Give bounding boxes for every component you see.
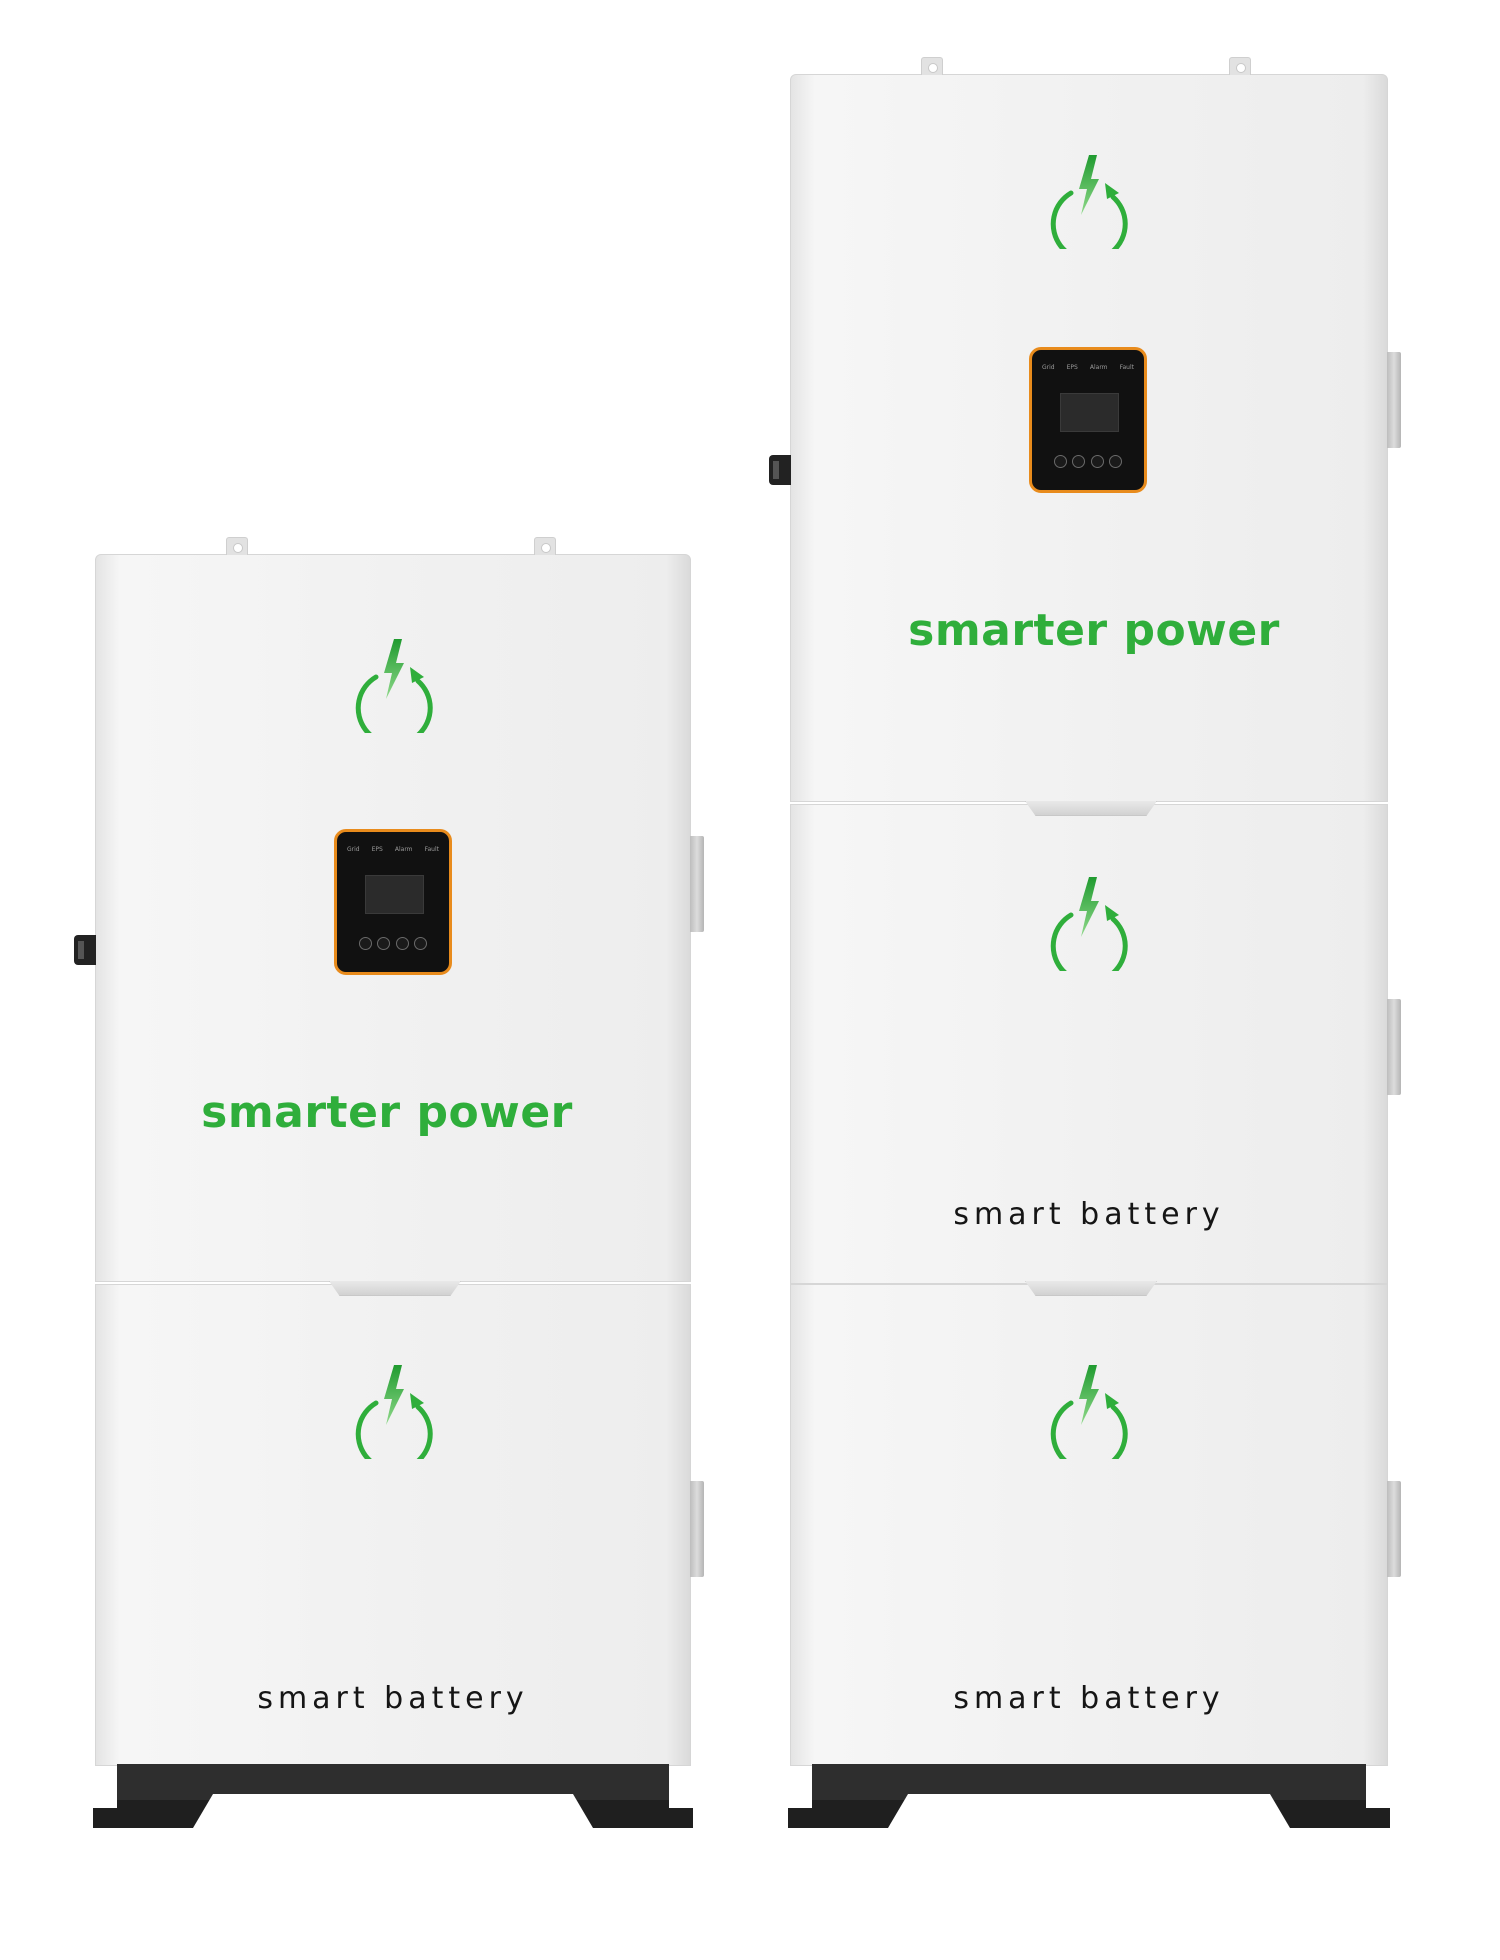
battery-label: smart battery <box>953 1197 1225 1232</box>
brand-text: smarter power <box>908 605 1280 656</box>
right-battery-module-1: smart battery <box>790 801 1401 1284</box>
left-inverter-module: Grid EPS Alarm Fault smarter power <box>74 537 704 1282</box>
side-handle[interactable] <box>690 1481 704 1577</box>
right-inverter-module: Grid EPS Alarm Fault smarter power <box>769 57 1401 802</box>
lcd-screen <box>365 875 424 914</box>
power-cycle-lightning-icon <box>348 637 434 733</box>
right-battery-module-2: smart battery <box>790 1281 1401 1766</box>
indicator-eps: EPS <box>1066 364 1078 371</box>
side-handle[interactable] <box>1387 999 1401 1095</box>
stand-base <box>93 1764 693 1828</box>
button-row <box>1054 455 1122 468</box>
side-handle[interactable] <box>1387 1481 1401 1577</box>
back-button[interactable] <box>359 937 372 950</box>
cable-connector <box>74 935 96 965</box>
module-clip <box>329 1281 461 1296</box>
battery-label: smart battery <box>953 1681 1225 1716</box>
right-system: Grid EPS Alarm Fault smarter power smart… <box>769 57 1401 1828</box>
indicator-alarm: Alarm <box>1089 364 1108 371</box>
mounting-tab <box>1229 57 1251 75</box>
left-system: Grid EPS Alarm Fault smarter power smart… <box>74 537 704 1828</box>
stand-base <box>788 1764 1390 1828</box>
indicator-grid: Grid <box>347 846 360 853</box>
inverter-display-panel: Grid EPS Alarm Fault <box>334 829 452 975</box>
power-cycle-lightning-icon <box>348 1363 434 1459</box>
module-clip <box>1025 801 1157 816</box>
mounting-tab <box>534 537 556 555</box>
indicator-fault: Fault <box>424 846 439 853</box>
power-cycle-lightning-icon <box>1043 153 1129 249</box>
up-button[interactable] <box>377 937 391 950</box>
mounting-tab <box>921 57 943 75</box>
power-cycle-lightning-icon <box>1043 1363 1129 1459</box>
down-button[interactable] <box>395 937 409 950</box>
module-clip <box>1025 1281 1157 1296</box>
brand-text: smarter power <box>201 1087 573 1138</box>
side-handle[interactable] <box>690 836 704 932</box>
back-button[interactable] <box>1054 455 1067 468</box>
enter-button[interactable] <box>1108 455 1122 468</box>
indicator-alarm: Alarm <box>394 846 413 853</box>
side-handle[interactable] <box>1387 352 1401 448</box>
left-battery-module: smart battery <box>95 1281 704 1766</box>
cable-connector <box>769 455 791 485</box>
battery-label: smart battery <box>257 1681 529 1716</box>
indicator-fault: Fault <box>1119 364 1134 371</box>
lcd-screen <box>1060 393 1119 432</box>
indicator-row: Grid EPS Alarm Fault <box>1042 364 1134 371</box>
indicator-grid: Grid <box>1042 364 1055 371</box>
button-row <box>359 937 427 950</box>
indicator-row: Grid EPS Alarm Fault <box>347 846 439 853</box>
power-cycle-lightning-icon <box>1043 875 1129 971</box>
inverter-display-panel: Grid EPS Alarm Fault <box>1029 347 1147 493</box>
mounting-tab <box>226 537 248 555</box>
up-button[interactable] <box>1072 455 1086 468</box>
down-button[interactable] <box>1090 455 1104 468</box>
indicator-eps: EPS <box>371 846 383 853</box>
enter-button[interactable] <box>413 937 427 950</box>
